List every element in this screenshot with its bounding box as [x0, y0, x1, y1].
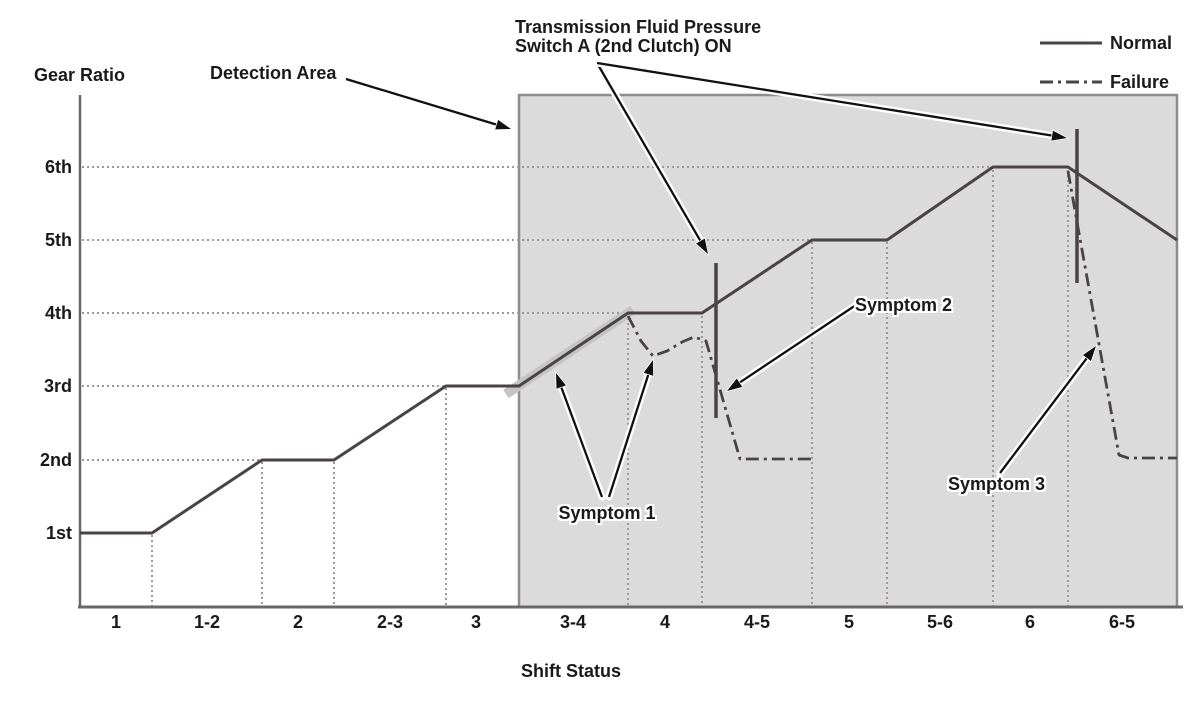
- normal-line: [80, 165, 1178, 535]
- switch-on-arrow-2-head: [1050, 129, 1070, 142]
- symptom1-arrow-left-line: [558, 381, 604, 498]
- switch-on-arrow-1-head: [694, 237, 710, 257]
- symptom2-arrow-line: [734, 304, 857, 387]
- symptom3-arrow-head: [1081, 344, 1098, 363]
- symptom3-arrow-line: [999, 353, 1091, 474]
- symptom1-arrow-left-head: [555, 370, 568, 390]
- switch-on-arrow-1-line: [596, 62, 704, 246]
- symptom1-arrow-right-head: [642, 357, 654, 377]
- symptom1-arrow-right-line: [607, 369, 652, 498]
- failure-line-segment-2: [1066, 170, 1177, 460]
- switch-on-arrow-2-line: [596, 61, 1058, 138]
- detection-area-arrow-head: [494, 118, 514, 131]
- detection-area-arrow-line: [345, 77, 502, 128]
- symptom2-arrow-head: [725, 377, 744, 393]
- failure-line-segment-1: [626, 315, 812, 461]
